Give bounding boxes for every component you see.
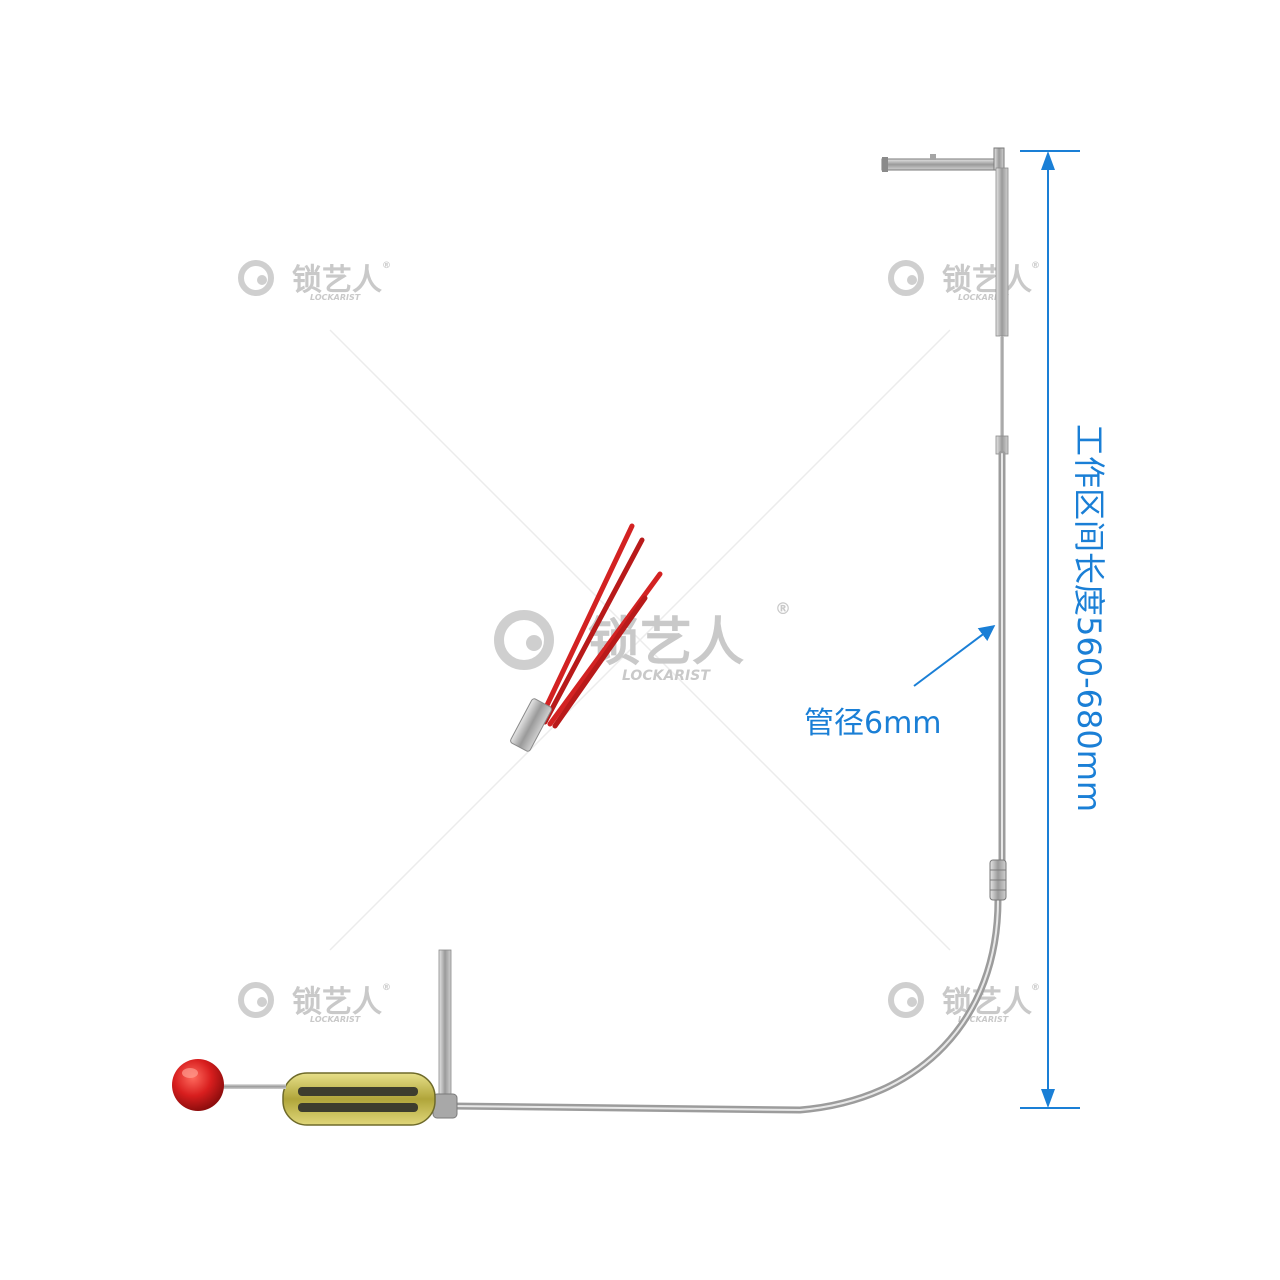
red-ball-knob [172,1059,224,1111]
brand-logo-icon [238,260,274,296]
watermark-sub: LOCKARIST [958,1015,1009,1024]
diameter-arrow [913,625,996,687]
yellow-handle [282,1072,436,1126]
watermark-brand: 锁艺人 [292,263,382,298]
watermark-lines [329,329,951,951]
tension-pin [438,949,452,1111]
watermark-registered: ® [1031,983,1040,993]
watermark-brand: 锁艺人 [942,985,1032,1020]
brand-logo-icon [494,610,554,670]
watermark-bottom-left: 锁艺人 LOCKARIST ® [238,982,391,1024]
brand-logo-icon [888,982,924,1018]
working-length-label: 工作区间长度560-680mm [1070,424,1108,812]
watermark-registered: ® [775,599,791,618]
watermark-brand: 锁艺人 [942,263,1032,298]
watermark-registered: ® [1031,261,1040,271]
thin-rod [1000,336,1004,436]
brand-logo-icon [888,260,924,296]
brand-logo-icon [238,982,274,1018]
watermark-registered: ® [382,261,391,271]
lock-pick-tool [172,147,1009,1126]
handle-ferrule [432,1093,458,1119]
tool-head [881,147,1005,172]
watermark-brand: 锁艺人 [292,985,382,1020]
watermark-sub: LOCKARIST [310,293,361,302]
watermark-bottom-right: 锁艺人 LOCKARIST ® [888,982,1040,1024]
wire-ferrule [510,698,552,752]
dimension-line [1020,150,1080,1109]
watermark-sub: LOCKARIST [958,293,1009,302]
red-wire-tool [510,523,663,752]
watermark-center: 锁艺人 LOCKARIST ® [494,599,791,684]
watermark-top-right: 锁艺人 LOCKARIST ® [888,260,1040,302]
watermark-top-left: 锁艺人 LOCKARIST ® [238,260,391,302]
ball-rod [220,1084,286,1089]
watermark-sub: LOCKARIST [310,1015,361,1024]
watermark-registered: ® [382,983,391,993]
upper-sleeve [995,167,1009,337]
tube-diameter-label: 管径6mm [804,706,942,741]
watermark-sub: LOCKARIST [622,668,711,684]
